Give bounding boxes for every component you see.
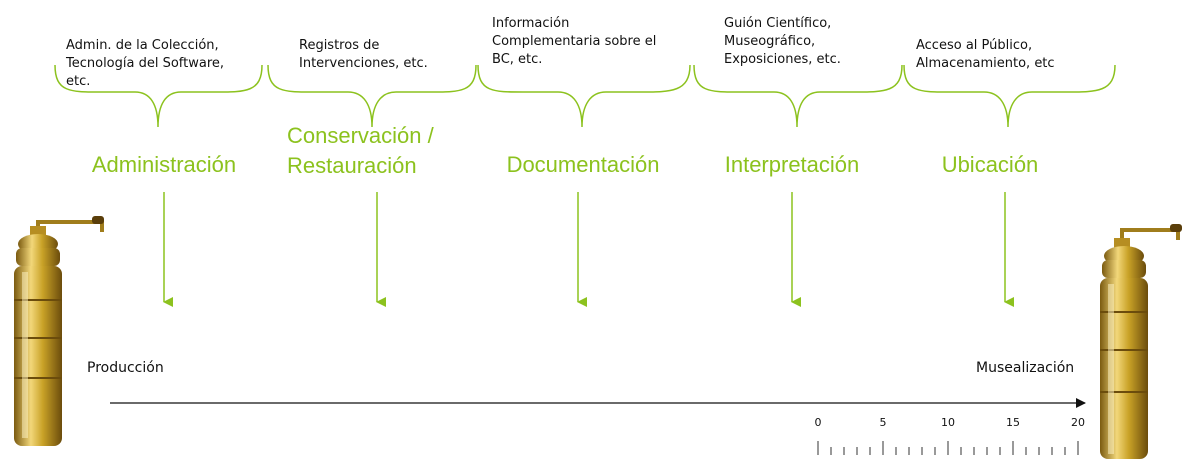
brace-interpretacion	[693, 64, 903, 128]
stage-description-administracion: Admin. de la Colección, Tecnología del S…	[66, 38, 225, 89]
stage-label-documentacion: Documentación	[506, 152, 660, 177]
stage-description-ubicacion: Acceso al Público, Almacenamiento, etc	[916, 38, 1055, 71]
stage-label-conservacion: Conservación / Restauración	[287, 123, 434, 178]
brace-administracion	[54, 64, 263, 128]
scale-label-10: 10	[941, 416, 955, 429]
scale-label-5: 5	[880, 416, 887, 429]
stage-description-interpretacion: Guión Científico, Museográfico, Exposici…	[724, 16, 841, 67]
stage-description-conservacion: Registros de Intervenciones, etc.	[299, 38, 428, 71]
brace-conservacion	[267, 64, 477, 128]
brace-group	[54, 64, 1116, 128]
arrow-group	[163, 192, 1014, 307]
brace-ubicacion	[903, 64, 1116, 128]
stage-label-interpretacion: Interpretación	[724, 152, 860, 177]
coffee-grinder-left-image	[14, 216, 104, 446]
timeline-end-label: Musealización	[976, 360, 1075, 376]
timeline-start-label: Producción	[87, 360, 164, 376]
stage-description-documentacion: Información Complementaria sobre el BC, …	[492, 16, 657, 67]
brace-documentacion	[477, 64, 691, 128]
coffee-grinder-right-image	[1100, 224, 1182, 459]
scale-label-20: 20	[1071, 416, 1085, 429]
stage-label-ubicacion: Ubicación	[941, 152, 1039, 177]
stage-label-administracion: Administración	[91, 152, 237, 177]
scale-label-0: 0	[815, 416, 822, 429]
scale-ruler: 0 5 10 15 20	[815, 416, 1085, 455]
scale-label-15: 15	[1006, 416, 1020, 429]
